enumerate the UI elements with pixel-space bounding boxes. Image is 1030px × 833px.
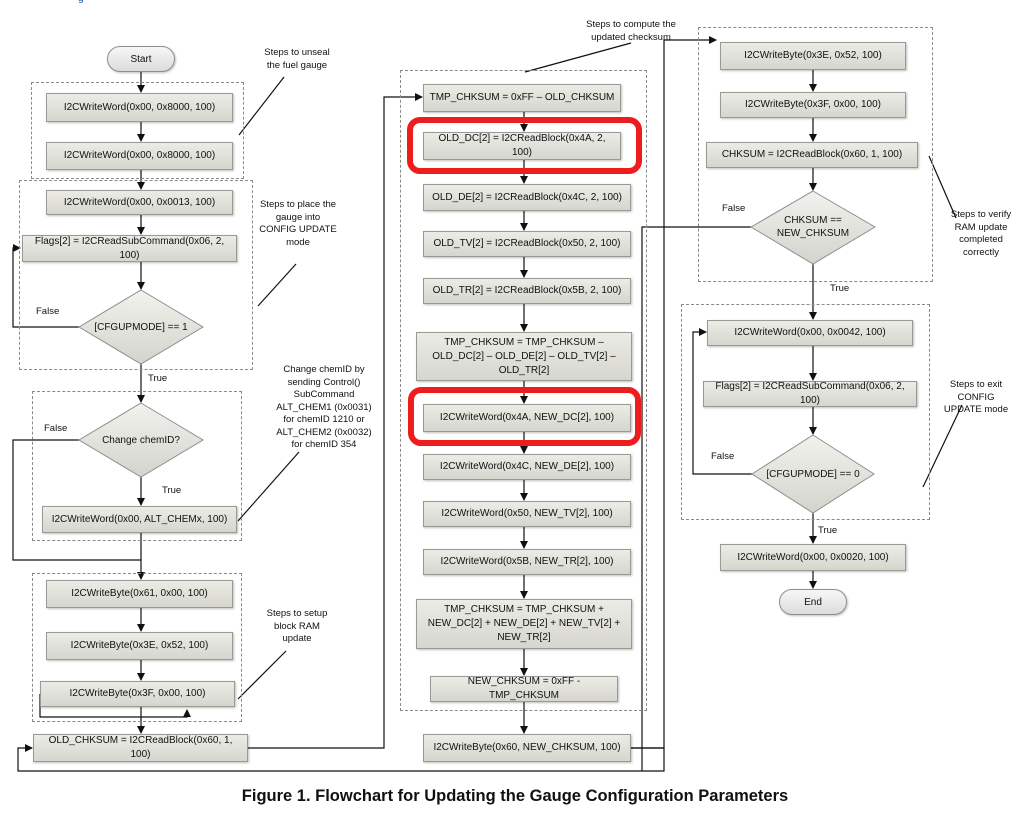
decision-chemid-text: Change chemID? bbox=[102, 435, 180, 446]
step-tmp-chksum-subtract: TMP_CHKSUM = TMP_CHKSUM – OLD_DC[2] – OL… bbox=[416, 332, 632, 381]
step-unseal-1: I2CWriteWord(0x00, 0x8000, 100) bbox=[46, 93, 233, 122]
end-terminal: End bbox=[779, 589, 847, 615]
highlight-old-dc bbox=[407, 117, 642, 174]
step-verify-2: I2CWriteByte(0x3F, 0x00, 100) bbox=[720, 92, 906, 118]
note-block-ram: Steps to setup block RAM update bbox=[266, 608, 328, 644]
step-block-2: I2CWriteByte(0x3E, 0x52, 100) bbox=[46, 632, 233, 660]
step-old-chksum: OLD_CHKSUM = I2CReadBlock(0x60, 1, 100) bbox=[33, 734, 248, 762]
decision-cfgupmode-0-shape bbox=[751, 434, 875, 514]
step-old-dc: OLD_DC[2] = I2CReadBlock(0x4A, 2, 100) bbox=[423, 132, 621, 160]
note-exit: Steps to exit CONFIG UPDATE mode bbox=[943, 379, 1009, 415]
group-verify bbox=[698, 27, 933, 282]
decision-chksum-text: CHKSUM == NEW_CHKSUM bbox=[776, 215, 850, 239]
highlight-new-dc bbox=[408, 387, 641, 446]
step-final-write: I2CWriteWord(0x00, 0x0020, 100) bbox=[720, 544, 906, 571]
decision-cfgupmode-0-text: [CFGUPMODE] == 0 bbox=[766, 469, 860, 480]
step-tmp-chksum-add: TMP_CHKSUM = TMP_CHKSUM + NEW_DC[2] + NE… bbox=[416, 599, 632, 649]
step-old-tr: OLD_TR[2] = I2CReadBlock(0x5B, 2, 100) bbox=[423, 278, 631, 304]
decision-chemid-shape bbox=[78, 402, 204, 478]
decision-cfgupmode-1-shape bbox=[78, 289, 204, 365]
label-false-chemid: False bbox=[44, 423, 68, 434]
start-terminal: Start bbox=[107, 46, 175, 72]
group-config-update bbox=[19, 180, 253, 370]
step-new-tr: I2CWriteWord(0x5B, NEW_TR[2], 100) bbox=[423, 549, 631, 575]
step-write-chksum: I2CWriteByte(0x60, NEW_CHKSUM, 100) bbox=[423, 734, 631, 762]
group-exit bbox=[681, 304, 930, 520]
label-true-cfgupmode-1: True bbox=[148, 373, 168, 384]
step-alt-chem: I2CWriteWord(0x00, ALT_CHEMx, 100) bbox=[42, 506, 237, 533]
step-unseal-2: I2CWriteWord(0x00, 0x8000, 100) bbox=[46, 142, 233, 170]
group-block-ram bbox=[32, 573, 242, 722]
group-unseal bbox=[31, 82, 244, 179]
note-checksum: Steps to compute the updated checksum bbox=[586, 19, 676, 43]
step-verify-1: I2CWriteByte(0x3E, 0x52, 100) bbox=[720, 42, 906, 70]
label-false-cfgupmode-1: False bbox=[36, 306, 60, 317]
note-unseal: Steps to unseal the fuel gauge bbox=[264, 47, 330, 71]
group-checksum bbox=[400, 70, 647, 711]
step-verify-read: CHKSUM = I2CReadBlock(0x60, 1, 100) bbox=[706, 142, 918, 168]
group-chemid bbox=[32, 391, 242, 541]
step-exit-write: I2CWriteWord(0x00, 0x0042, 100) bbox=[707, 320, 913, 346]
note-verify: Steps to verify RAM update completed cor… bbox=[950, 209, 1012, 258]
step-new-de: I2CWriteWord(0x4C, NEW_DE[2], 100) bbox=[423, 454, 631, 480]
label-true-chksum: True bbox=[830, 283, 850, 294]
step-old-tv: OLD_TV[2] = I2CReadBlock(0x50, 2, 100) bbox=[423, 231, 631, 257]
figure-caption: Figure 1. Flowchart for Updating the Gau… bbox=[241, 787, 789, 805]
header-link-fragment[interactable]: g bbox=[78, 0, 98, 5]
step-exit-flags: Flags[2] = I2CReadSubCommand(0x06, 2, 10… bbox=[703, 381, 917, 407]
decision-cfgupmode-1-text: [CFGUPMODE] == 1 bbox=[94, 322, 188, 333]
step-tmp-chksum-init: TMP_CHKSUM = 0xFF – OLD_CHKSUM bbox=[423, 84, 621, 112]
label-true-cfgupmode-0: True bbox=[818, 525, 838, 536]
step-block-1: I2CWriteByte(0x61, 0x00, 100) bbox=[46, 580, 233, 608]
step-new-dc: I2CWriteWord(0x4A, NEW_DC[2], 100) bbox=[423, 404, 631, 432]
label-false-cfgupmode-0: False bbox=[711, 451, 735, 462]
label-true-chemid: True bbox=[162, 485, 182, 496]
step-old-de: OLD_DE[2] = I2CReadBlock(0x4C, 2, 100) bbox=[423, 184, 631, 211]
step-flags-read: Flags[2] = I2CReadSubCommand(0x06, 2, 10… bbox=[22, 235, 237, 262]
decision-chksum-shape bbox=[750, 190, 876, 265]
note-chemid: Change chemID by sending Control() SubCo… bbox=[276, 364, 372, 450]
note-config-update: Steps to place the gauge into CONFIG UPD… bbox=[259, 199, 337, 248]
label-false-chksum: False bbox=[722, 203, 746, 214]
step-block-3: I2CWriteByte(0x3F, 0x00, 100) bbox=[40, 681, 235, 707]
step-new-tv: I2CWriteWord(0x50, NEW_TV[2], 100) bbox=[423, 501, 631, 527]
step-new-chksum: NEW_CHKSUM = 0xFF - TMP_CHKSUM bbox=[430, 676, 618, 702]
step-config-write: I2CWriteWord(0x00, 0x0013, 100) bbox=[46, 190, 233, 215]
